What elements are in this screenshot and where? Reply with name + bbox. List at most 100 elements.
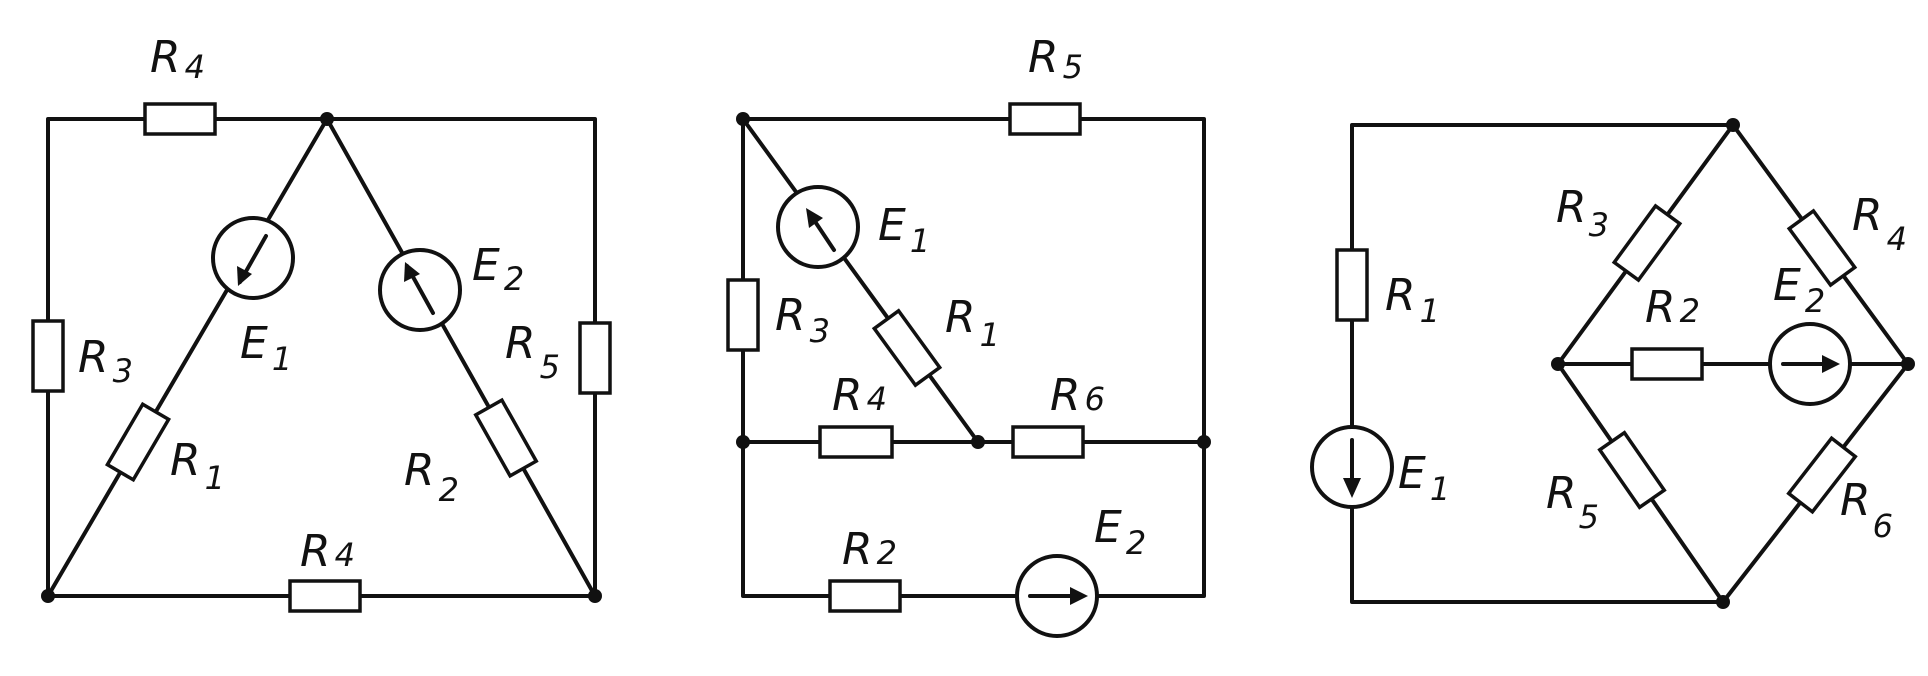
c2-label-r6-base: R xyxy=(1050,370,1081,421)
c1-label-r2-base: R xyxy=(404,445,435,496)
c1-label-r1-sub: 1 xyxy=(205,459,225,497)
c3-node-left xyxy=(1551,357,1565,371)
c3-label-r5-base: R xyxy=(1546,468,1577,519)
c1-node-top xyxy=(320,112,334,126)
c3-node-bottom xyxy=(1716,595,1730,609)
c3-label-e2-sub: 2 xyxy=(1805,282,1825,320)
c1-resistor-r2 xyxy=(473,397,539,479)
c3-label-r5-sub: 5 xyxy=(1579,498,1599,536)
c1-label-r4-top-base: R xyxy=(150,32,181,83)
c2-label-e2-base: E xyxy=(1094,502,1122,553)
c1-label-r1-base: R xyxy=(170,435,201,486)
c3-source-e1-arrowhead xyxy=(1343,478,1361,498)
c3-resistor-r2 xyxy=(1630,347,1704,381)
c1-label-e1-base: E xyxy=(240,318,268,369)
c1-label-e1-sub: 1 xyxy=(272,340,292,378)
c3-label-r4-base: R xyxy=(1852,190,1883,241)
c1-node-bottom-right xyxy=(588,589,602,603)
c3-node-right xyxy=(1901,357,1915,371)
c3-label-r6: R6 xyxy=(1840,475,1893,545)
c2-resistor-r2 xyxy=(828,579,902,613)
c2-node-middle xyxy=(971,435,985,449)
c1-label-e2-base: E xyxy=(472,240,500,291)
c2-label-r2-base: R xyxy=(842,524,873,575)
c3-label-r3: R3 xyxy=(1556,182,1609,244)
c3-resistor-r4 xyxy=(1786,208,1858,288)
c2-node-top-left xyxy=(736,112,750,126)
c2-label-r4-base: R xyxy=(832,370,863,421)
c2-resistor-r4 xyxy=(818,425,894,459)
c1-label-r4-bottom-sub: 4 xyxy=(335,536,355,574)
c3-label-r2-base: R xyxy=(1645,282,1676,333)
c3-label-e1-base: E xyxy=(1398,448,1426,499)
c1-source-e2-arrowhead xyxy=(404,262,420,282)
c2-label-e2-sub: 2 xyxy=(1126,524,1146,562)
c2-label-r3-base: R xyxy=(775,290,806,341)
c3-label-r5: R5 xyxy=(1546,468,1599,536)
c1-resistor-r4-bottom xyxy=(288,579,362,613)
c3-resistor-r6 xyxy=(1786,435,1858,515)
c2-label-r1-base: R xyxy=(945,292,976,343)
c1-label-r4-bottom-base: R xyxy=(300,526,331,577)
c3-label-r6-sub: 6 xyxy=(1873,507,1893,545)
c3-resistor-r3 xyxy=(1611,203,1683,283)
c1-resistor-r4-top xyxy=(143,102,217,136)
c3-resistor-r5 xyxy=(1597,430,1667,510)
c2-label-r3-sub: 3 xyxy=(810,312,830,350)
c2-source-e2-arrowhead xyxy=(1070,587,1088,605)
c1-resistor-r3 xyxy=(31,319,65,393)
c3-label-r3-sub: 3 xyxy=(1589,206,1609,244)
c3-label-r2-sub: 2 xyxy=(1680,292,1700,330)
c2-label-r2-sub: 2 xyxy=(877,534,897,572)
c2-label-r5-sub: 5 xyxy=(1063,48,1083,86)
c2-label-r4-sub: 4 xyxy=(867,380,887,418)
c2-resistor-r6 xyxy=(1011,425,1085,459)
c1-resistor-r5 xyxy=(578,321,612,395)
c2-label-e1-base: E xyxy=(878,200,906,251)
c1-right-diagonal xyxy=(325,117,597,598)
c3-label-r4-sub: 4 xyxy=(1887,220,1907,258)
c2-label-r6-sub: 6 xyxy=(1085,380,1105,418)
c3-label-e2-base: E xyxy=(1773,260,1801,311)
c3-label-r3-base: R xyxy=(1556,182,1587,233)
c2-resistor-r1 xyxy=(871,308,943,388)
c1-label-e2-sub: 2 xyxy=(504,260,524,298)
c1-label-r3-base: R xyxy=(78,332,109,383)
c3-source-e2-arrowhead xyxy=(1822,355,1840,373)
c3-label-r6-base: R xyxy=(1840,475,1871,526)
c3-node-top xyxy=(1726,118,1740,132)
c2-resistor-r3 xyxy=(726,278,760,352)
c2-resistor-r5 xyxy=(1008,102,1082,136)
c1-resistor-r1 xyxy=(104,401,172,483)
c2-label-r5-base: R xyxy=(1028,32,1059,83)
c1-label-r5-sub: 5 xyxy=(540,348,560,386)
c1-label-r5-base: R xyxy=(505,318,536,369)
c2-label-e1-sub: 1 xyxy=(910,222,930,260)
c3-label-r1-base: R xyxy=(1385,270,1416,321)
c1-label-r2-sub: 2 xyxy=(439,471,459,509)
c3-outer-loop xyxy=(1350,123,1735,604)
c1-left-diagonal xyxy=(46,117,329,598)
c2-node-middle-right xyxy=(1197,435,1211,449)
c3-label-e1-sub: 1 xyxy=(1430,470,1450,508)
